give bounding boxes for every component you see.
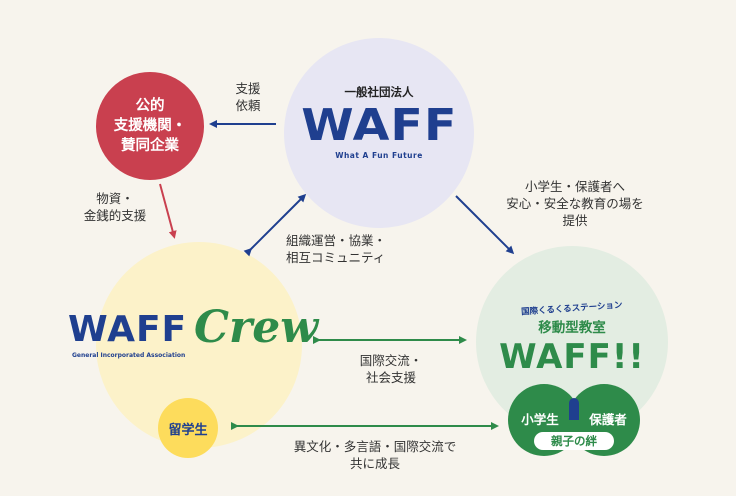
classroom-name: WAFF!! [499, 337, 645, 377]
label-material-support: 物資・ 金銭的支援 [70, 190, 160, 224]
label-cultural-growth-line1: 異文化・多言語・国際交流で [293, 439, 457, 454]
waff-org-type: 一般社団法人 [344, 85, 414, 99]
crew-subtitle: General Incorporated Association [72, 352, 186, 359]
waff-org-circle [284, 38, 474, 228]
public-support-line2: 支援機関・ [113, 118, 187, 134]
international-student-circle: 留学生 [158, 398, 218, 458]
classroom-type: 移動型教室 [538, 320, 606, 336]
label-org-mutual-line2: 相互コミュニティ [286, 250, 386, 265]
waff-org-logo: 一般社団法人 WAFF What A Fun Future [284, 84, 474, 160]
crew-script: Crew [194, 302, 319, 353]
label-safe-education-line2: 安心・安全な教育の場を [506, 196, 644, 211]
label-support-request-line2: 依頼 [235, 98, 261, 113]
label-material-support-line2: 金銭的支援 [83, 208, 147, 223]
label-cultural-growth-line2: 共に成長 [349, 456, 400, 471]
arrow-safe-education [455, 195, 515, 255]
waff-org-tagline: What A Fun Future [335, 151, 423, 160]
label-international-exchange-line1: 国際交流・ [359, 353, 423, 368]
classroom-logo: 国際くるくるステーション 移動型教室 WAFF!! [476, 300, 668, 377]
label-international-exchange-line2: 社会支援 [365, 370, 416, 385]
label-safe-education-line3: 提供 [562, 213, 588, 228]
public-support-line1: 公的 [135, 98, 165, 114]
label-support-request-line1: 支援 [235, 81, 261, 96]
label-support-request: 支援 依頼 [226, 80, 270, 114]
bond-label: 親子の絆 [534, 432, 614, 450]
public-support-circle: 公的 支援機関・ 賛同企業 [96, 72, 204, 180]
label-international-exchange: 国際交流・ 社会支援 [346, 352, 436, 386]
label-safe-education-line1: 小学生・保護者へ [524, 179, 625, 194]
label-cultural-growth: 異文化・多言語・国際交流で 共に成長 [290, 438, 460, 472]
divider-pillar [569, 398, 579, 420]
arrow-org-mutual [243, 193, 307, 257]
label-org-mutual-line1: 組織運営・協業・ [286, 233, 387, 248]
guardian-label: 保護者 [589, 412, 627, 427]
label-org-mutual: 組織運営・協業・ 相互コミュニティ [286, 232, 386, 266]
waff-org-name: WAFF [300, 100, 458, 151]
label-safe-education: 小学生・保護者へ 安心・安全な教育の場を 提供 [500, 178, 650, 229]
international-student-label: 留学生 [168, 422, 208, 438]
crew-logo: WAFF Crew General Incorporated Associati… [68, 304, 318, 372]
elementary-student-label: 小学生 [521, 412, 559, 427]
crew-waff-name: WAFF [68, 309, 188, 350]
arrow-material-support [159, 183, 177, 239]
public-support-line3: 賛同企業 [121, 138, 179, 154]
label-material-support-line1: 物資・ [96, 191, 134, 206]
